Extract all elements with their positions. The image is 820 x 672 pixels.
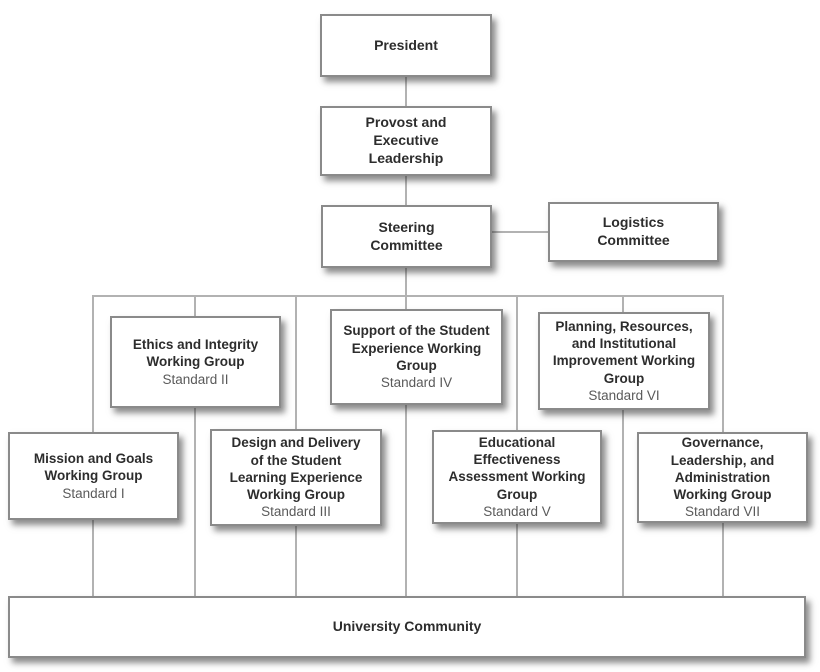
node-provost-label: Provost and Executive Leadership [365,114,447,166]
node-planning-standard: Standard VI [588,387,660,403]
node-design-standard: Standard III [261,504,331,520]
node-mission-goals-working-group: Mission and Goals Working Group Standard… [8,432,179,520]
node-governance-label: Governance, Leadership, and Administrati… [670,435,775,503]
node-educational-effectiveness-working-group: Educational Effectiveness Assessment Wor… [432,430,602,524]
node-educational-label: Educational Effectiveness Assessment Wor… [448,434,586,502]
node-ethics-standard: Standard II [162,371,229,387]
node-support-label: Support of the Student Experience Workin… [343,323,490,373]
node-mission-standard: Standard I [62,485,125,501]
node-steering-label: Steering Committee [370,218,443,253]
node-student-experience-working-group: Support of the Student Experience Workin… [330,309,503,405]
connector-drop-planning [622,295,624,596]
node-planning-label: Planning, Resources, and Institutional I… [552,318,696,386]
node-ethics-label: Ethics and Integrity Working Group [132,337,259,370]
node-university-community: University Community [8,596,806,658]
node-president: President [320,14,492,77]
connector-steering-logistics [492,231,548,233]
node-president-label: President [374,36,438,53]
node-mission-label: Mission and Goals Working Group [33,451,154,484]
node-community-label: University Community [332,618,482,635]
node-logistics-committee: Logistics Committee [548,202,719,262]
connector-drop-support [405,295,407,596]
node-student-learning-working-group: Design and Delivery of the Student Learn… [210,429,382,526]
connector-steering-bus [405,268,407,296]
node-logistics-label: Logistics Committee [597,214,670,248]
connector-provost-steering [405,176,407,205]
node-governance-standard: Standard VII [684,504,761,520]
node-educational-standard: Standard V [483,503,551,519]
node-ethics-integrity-working-group: Ethics and Integrity Working Group Stand… [110,316,281,408]
node-support-standard: Standard IV [380,375,453,391]
node-steering-committee: Steering Committee [321,205,492,268]
connector-bus [92,295,724,297]
node-governance-leadership-working-group: Governance, Leadership, and Administrati… [637,432,808,523]
connector-president-provost [405,77,407,106]
node-provost-executive-leadership: Provost and Executive Leadership [320,106,492,176]
connector-drop-ethics [194,295,196,596]
node-design-label: Design and Delivery of the Student Learn… [229,435,363,503]
node-planning-resources-working-group: Planning, Resources, and Institutional I… [538,312,710,410]
